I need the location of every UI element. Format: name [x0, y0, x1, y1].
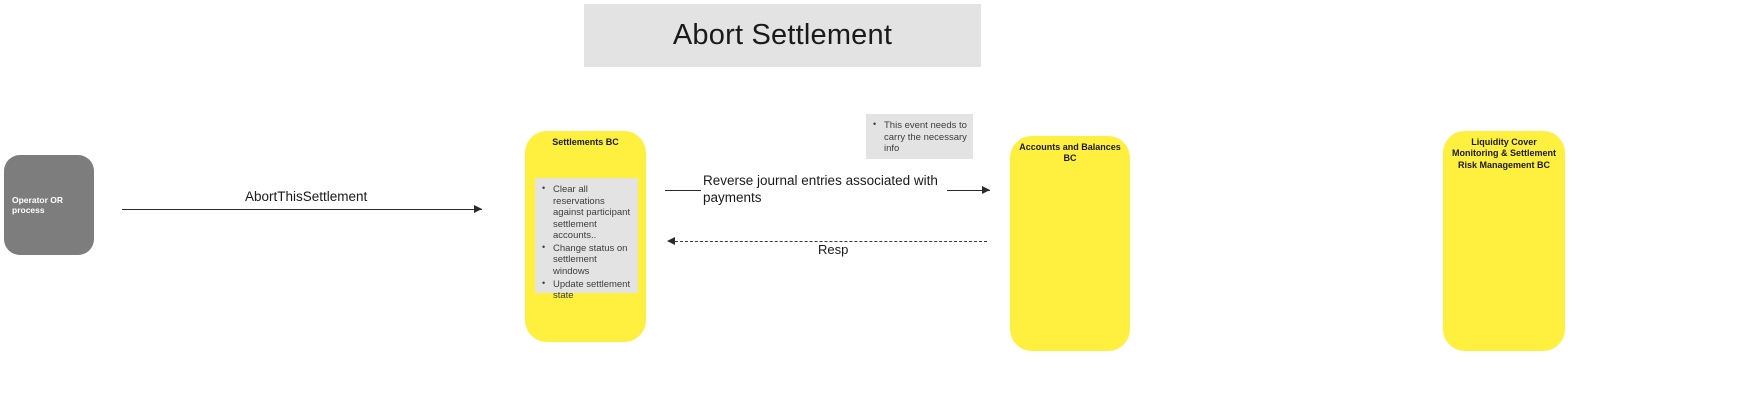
- lifeline-accounts-and-balances-bc[interactable]: Accounts and Balances BC: [1010, 136, 1130, 351]
- page-title: Abort Settlement: [672, 19, 893, 51]
- arrowhead-right-icon: [982, 186, 990, 194]
- lifeline-title: Accounts and Balances BC: [1019, 142, 1121, 164]
- actor-operator-or-process[interactable]: Operator OR process: [4, 155, 94, 255]
- note-bullet-list: Clear all reservations against participa…: [539, 183, 632, 302]
- list-item: This event needs to carry the necessary …: [873, 119, 967, 155]
- list-item: Change status on settlement windows: [542, 242, 632, 278]
- list-item: Update settlement state: [542, 278, 632, 302]
- message-label-abort: AbortThisSettlement: [245, 189, 368, 204]
- message-line-abort: [122, 209, 482, 210]
- message-line-resp: [670, 241, 987, 242]
- message-line-reverse-left: [665, 190, 701, 191]
- message-label-resp: Resp: [818, 242, 849, 257]
- arrowhead-right-icon: [474, 205, 482, 213]
- lifeline-title: Liquidity Cover Monitoring & Settlement …: [1452, 137, 1556, 170]
- message-line-reverse-right: [947, 190, 990, 191]
- note-bullet-list: This event needs to carry the necessary …: [870, 119, 967, 155]
- message-label-reverse: Reverse journal entries associated with …: [703, 173, 938, 205]
- list-item: Clear all reservations against participa…: [542, 183, 632, 242]
- diagram-title-banner: Abort Settlement: [584, 4, 981, 67]
- note-event-info: This event needs to carry the necessary …: [866, 114, 973, 159]
- actor-label: Operator OR process: [12, 194, 64, 215]
- lifeline-title: Settlements BC: [552, 137, 619, 147]
- lifeline-liquidity-cover-monitoring-bc[interactable]: Liquidity Cover Monitoring & Settlement …: [1443, 131, 1565, 351]
- note-settlements-actions: Clear all reservations against participa…: [535, 178, 638, 301]
- arrowhead-left-icon: [667, 237, 675, 245]
